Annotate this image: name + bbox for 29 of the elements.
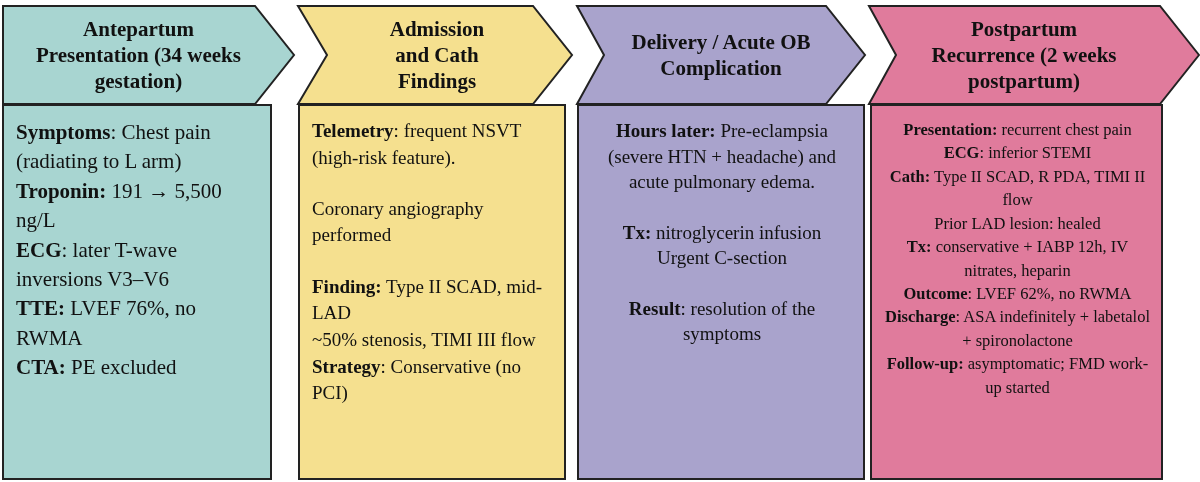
note-text: Presentation: recurrent chest pain bbox=[902, 119, 1133, 141]
note-text: ECG: later T-wave inversions V3–V6 bbox=[16, 236, 178, 293]
note-text: Tx: nitroglycerin infusion bbox=[621, 220, 823, 245]
banner-title: Admission and Cath Findings bbox=[388, 15, 486, 95]
note-text: Cath: Type II SCAD, R PDA, TIMI II flow bbox=[888, 165, 1147, 212]
note-text: CTA: PE excluded bbox=[16, 354, 178, 382]
chevron-banner bbox=[297, 5, 573, 105]
note-text: TTE: LVEF 76%, no RWMA bbox=[16, 295, 198, 352]
note-text: Symptoms: Chest pain (radiating to L arm) bbox=[16, 119, 212, 176]
banner-title: Postpartum Recurrence (2 weeks postpartum) bbox=[930, 15, 1118, 95]
chevron-banner bbox=[576, 5, 866, 105]
note-text: Follow-up: asymptomatic; FMD work-up started bbox=[885, 353, 1150, 399]
note-text: Hours later: Pre-eclampsia (severe HTN + headache) and acute pulmonary edema. bbox=[606, 119, 837, 195]
note-text: Strategy: Conservative (no PCI) bbox=[312, 354, 522, 406]
note-text: Outcome: LVEF 62%, no RWMA bbox=[902, 282, 1133, 305]
note-text: ~50% stenosis, TIMI III flow bbox=[312, 327, 537, 352]
note-text: Coronary angiography performed bbox=[312, 196, 485, 248]
note-text: ECG: inferior STEMI bbox=[942, 142, 1093, 165]
note-text: Prior LAD lesion: healed bbox=[933, 212, 1102, 235]
note-text: Result: resolution of the symptoms bbox=[627, 296, 817, 347]
banner-title: Antepartum Presentation (34 weeks gestation) bbox=[35, 15, 242, 95]
chevron-banner bbox=[868, 5, 1200, 105]
note-text: Troponin: 191 → 5,500 ng/L bbox=[16, 177, 223, 235]
note-text: Telemetry: frequent NSVT (high-risk feature). bbox=[312, 119, 522, 170]
banner-title: Delivery / Acute OB Complication bbox=[630, 28, 812, 82]
note-text: Tx: conservative + IABP 12h, IV nitrates, heparin bbox=[905, 236, 1130, 282]
note-text: Finding: Type II SCAD, mid-LAD bbox=[312, 274, 544, 326]
note-text: Urgent C-section bbox=[656, 246, 788, 271]
chevron-banner bbox=[2, 5, 295, 105]
